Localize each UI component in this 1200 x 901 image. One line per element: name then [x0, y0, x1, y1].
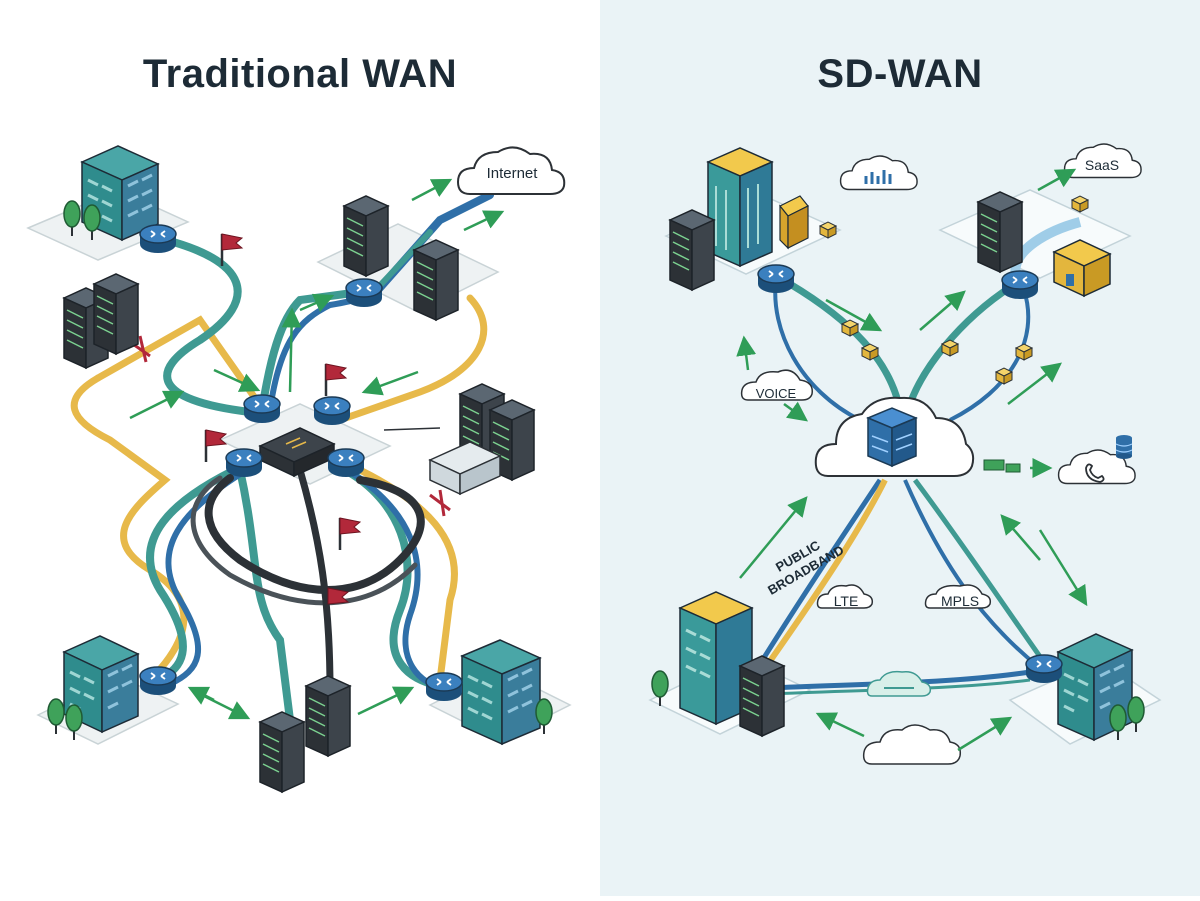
router-icon: [1001, 270, 1039, 300]
mpls-label: MPLS: [941, 593, 979, 609]
bottom-cloud: [862, 724, 962, 765]
server-rack-icon: [739, 655, 785, 737]
router-icon: [313, 396, 351, 426]
server-rack-icon: [93, 273, 139, 355]
cable-dark: [190, 475, 418, 606]
flow-arrow: [357, 686, 415, 716]
data-packet-icon: [1071, 195, 1089, 213]
lte-label: LTE: [834, 593, 859, 609]
branch-building-bottom-right: [460, 639, 542, 746]
cable-teal: [236, 466, 294, 724]
data-packet-icon: [983, 459, 1005, 471]
flow-arrow: [411, 178, 453, 202]
router-icon: [327, 448, 365, 478]
link-yellow: [765, 478, 888, 666]
cable-dark: [204, 474, 425, 594]
router-icon: [425, 672, 463, 702]
link-teal: [788, 280, 904, 411]
flow-arrow: [957, 716, 1013, 752]
cloud-service: [839, 155, 918, 191]
cable-blue: [347, 469, 448, 691]
phone-icon: [1085, 463, 1105, 483]
sdwan-controller-cloud: [814, 396, 975, 477]
flow-arrow: [1007, 362, 1062, 405]
link-blue: [757, 478, 883, 666]
data-packet-icon: [861, 343, 879, 361]
flow-arrow: [1038, 529, 1088, 607]
mpls-cloud: MPLS: [924, 584, 992, 609]
internet-cloud: Internet: [457, 146, 566, 195]
data-packet-icon: [1015, 343, 1033, 361]
server-rack-icon: [669, 209, 715, 291]
server-rack-icon: [413, 239, 459, 321]
saas-label: SaaS: [1085, 157, 1119, 173]
router-icon: [757, 264, 795, 294]
server-rack-icon: [305, 675, 351, 757]
hq-building: [706, 147, 809, 268]
cable-blue: [165, 465, 253, 687]
flow-arrow: [1000, 514, 1041, 561]
router-icon: [345, 278, 383, 308]
flow-arrow: [736, 335, 757, 371]
data-packet-icon: [841, 319, 859, 337]
flow-arrow: [129, 390, 185, 420]
router-icon: [225, 448, 263, 478]
database-icon: [1115, 435, 1133, 459]
cable-yellow: [336, 294, 488, 424]
link-cloud-small: [866, 670, 932, 697]
link-blue: [949, 289, 1031, 422]
flow-arrow: [187, 686, 215, 705]
voice-cloud: [1057, 449, 1136, 485]
fault-mark: [429, 489, 451, 517]
flow-arrow: [299, 293, 335, 313]
flow-arrow: [815, 712, 865, 738]
data-packet-icon: [941, 339, 959, 357]
router-icon: [243, 394, 281, 424]
sdwan-title: SD-WAN: [817, 52, 983, 96]
data-packet-icon: [819, 221, 837, 239]
lte-cloud: LTE: [816, 584, 874, 609]
link-saas: [1010, 217, 1082, 278]
link-blue: [773, 279, 861, 422]
data-packet-icon: [995, 367, 1013, 385]
firewall-appliance: [383, 427, 502, 496]
flow-arrow: [281, 307, 302, 393]
flow-arrow: [361, 370, 419, 396]
sdwan-diagram: SaaS VOICE LTE MPLS: [648, 143, 1162, 765]
flow-arrow: [739, 496, 808, 579]
cable-teal: [369, 229, 433, 297]
flow-arrow: [919, 290, 966, 331]
voice-label: VOICE: [756, 386, 797, 401]
branch-office-yellow: [1052, 239, 1112, 298]
server-rack-icon: [977, 191, 1023, 273]
cable-teal: [258, 288, 364, 414]
cable-yellow: [70, 374, 188, 684]
flow-arrow: [213, 368, 261, 392]
saas-cloud: SaaS: [1063, 143, 1142, 179]
traditional-wan-diagram: Internet: [26, 145, 572, 793]
link-teal: [912, 478, 1051, 670]
router-icon: [139, 224, 177, 254]
flow-arrow: [463, 210, 505, 232]
server-rack-icon: [343, 195, 389, 277]
branch-building-bottom-right-sdwan: [1056, 633, 1134, 742]
cable-dark: [296, 466, 334, 694]
voice-cloud-small: VOICE: [740, 369, 813, 401]
cable-teal: [146, 461, 249, 684]
internet-label: Internet: [487, 165, 539, 182]
router-icon: [139, 666, 177, 696]
router-icon: [1025, 654, 1063, 684]
server-rack-icon: [259, 711, 305, 793]
traditional-wan-title: Traditional WAN: [142, 52, 458, 96]
flow-arrow: [825, 298, 883, 332]
flow-arrow: [783, 401, 809, 422]
flow-arrow: [1037, 168, 1077, 192]
data-packet-icon: [1005, 463, 1021, 473]
